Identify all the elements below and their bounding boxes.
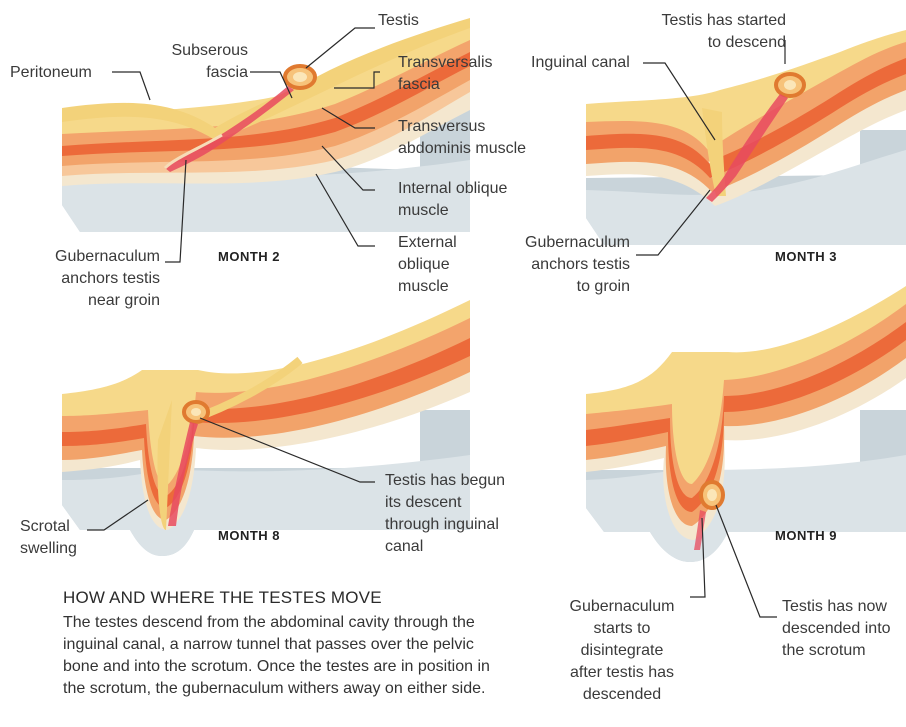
label-inguinal-canal: Inguinal canal (531, 52, 630, 74)
caption-body: The testes descend from the abdominal ca… (63, 612, 503, 700)
leader-peritoneum (112, 72, 150, 100)
label-transversalis-fascia: Transversalis fascia (398, 52, 493, 96)
label-external-oblique: External oblique muscle (398, 232, 457, 298)
month3-label: MONTH 3 (775, 249, 837, 264)
label-subserous-fascia: Subserous fascia (150, 40, 248, 84)
label-testis-descended: Testis has now descended into the scrotu… (782, 596, 891, 662)
label-peritoneum: Peritoneum (10, 62, 92, 84)
month8-label: MONTH 8 (218, 528, 280, 543)
month9-diagram (586, 286, 906, 562)
label-testis-started: Testis has started to descend (600, 10, 786, 54)
label-testis-begun: Testis has begun its descent through ing… (385, 470, 505, 558)
month2-label: MONTH 2 (218, 249, 280, 264)
month9-label: MONTH 9 (775, 528, 837, 543)
label-scrotal-swelling: Scrotal swelling (20, 516, 77, 560)
month3-diagram (586, 30, 906, 245)
caption-heading: HOW AND WHERE THE TESTES MOVE (63, 588, 382, 608)
label-gubernaculum-disintegrate: Gubernaculum starts to disintegrate afte… (560, 596, 684, 706)
label-testis: Testis (378, 10, 419, 32)
label-gubernaculum-m2: Gubernaculum anchors testis near groin (10, 246, 160, 312)
label-internal-oblique: Internal oblique muscle (398, 178, 507, 222)
label-transversus-muscle: Transversus abdominis muscle (398, 116, 526, 160)
label-gubernaculum-m3: Gubernaculum anchors testis to groin (480, 232, 630, 298)
